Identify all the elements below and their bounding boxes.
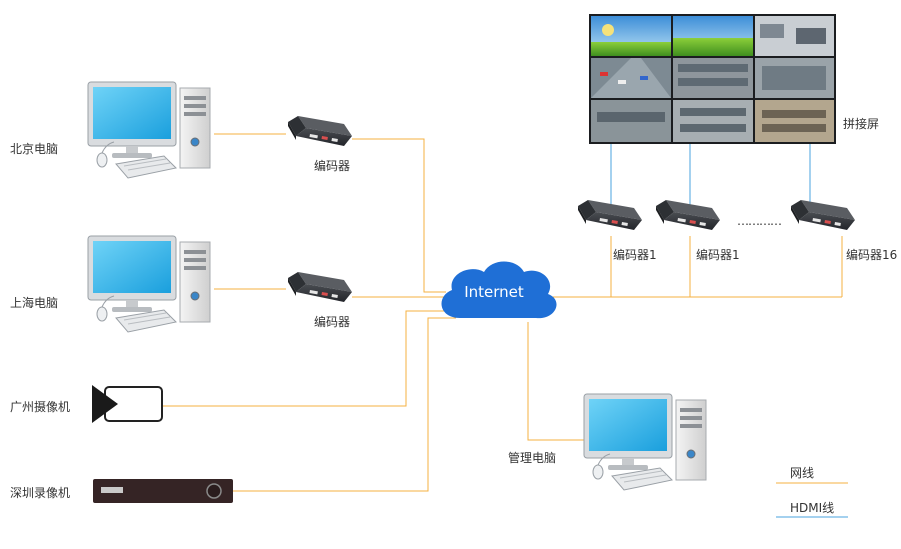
encoder-box-icon [791, 200, 855, 230]
management-pc-label: 管理电脑 [508, 451, 557, 465]
network-line-management-pc [527, 322, 585, 441]
source-label-guangzhou: 广州摄像机 [10, 400, 71, 414]
legend-hdmi-label: HDMI线 [790, 501, 835, 515]
cloud-icon [441, 261, 557, 319]
encoder-box-icon [288, 272, 352, 302]
legend-network-label: 网线 [790, 466, 815, 480]
desktop-pc-icon [87, 235, 211, 333]
source-label-shenzhen: 深圳录像机 [10, 486, 71, 500]
desktop-pc-icon [583, 393, 707, 491]
video-wall-icon [589, 14, 836, 144]
encoders-ellipsis: ………… [737, 214, 782, 228]
network-line-beijing-encoder [352, 138, 446, 293]
video-camera-icon [92, 385, 163, 423]
encoder-box-icon [578, 200, 642, 230]
network-line-shenzhen-recorder [233, 317, 456, 492]
network-line-guangzhou-camera [163, 310, 450, 407]
encoder-label-left-1: 编码器 [314, 159, 351, 173]
encoder-label-left-2: 编码器 [314, 315, 351, 329]
encoder-label-right-2: 编码器1 [696, 248, 740, 262]
video-wall-label: 拼接屏 [843, 117, 880, 131]
encoder-box-icon [656, 200, 720, 230]
source-label-beijing: 北京电脑 [10, 142, 59, 156]
source-label-shanghai: 上海电脑 [10, 296, 59, 310]
hdmi-lines [610, 143, 811, 208]
video-recorder-icon [93, 479, 233, 503]
network-lines [163, 133, 843, 492]
encoder-label-right-1: 编码器1 [613, 248, 657, 262]
cloud-label: Internet [464, 283, 524, 301]
encoder-box-icon [288, 116, 352, 146]
encoder-label-right-16: 编码器16 [846, 248, 898, 262]
desktop-pc-icon [87, 81, 211, 179]
